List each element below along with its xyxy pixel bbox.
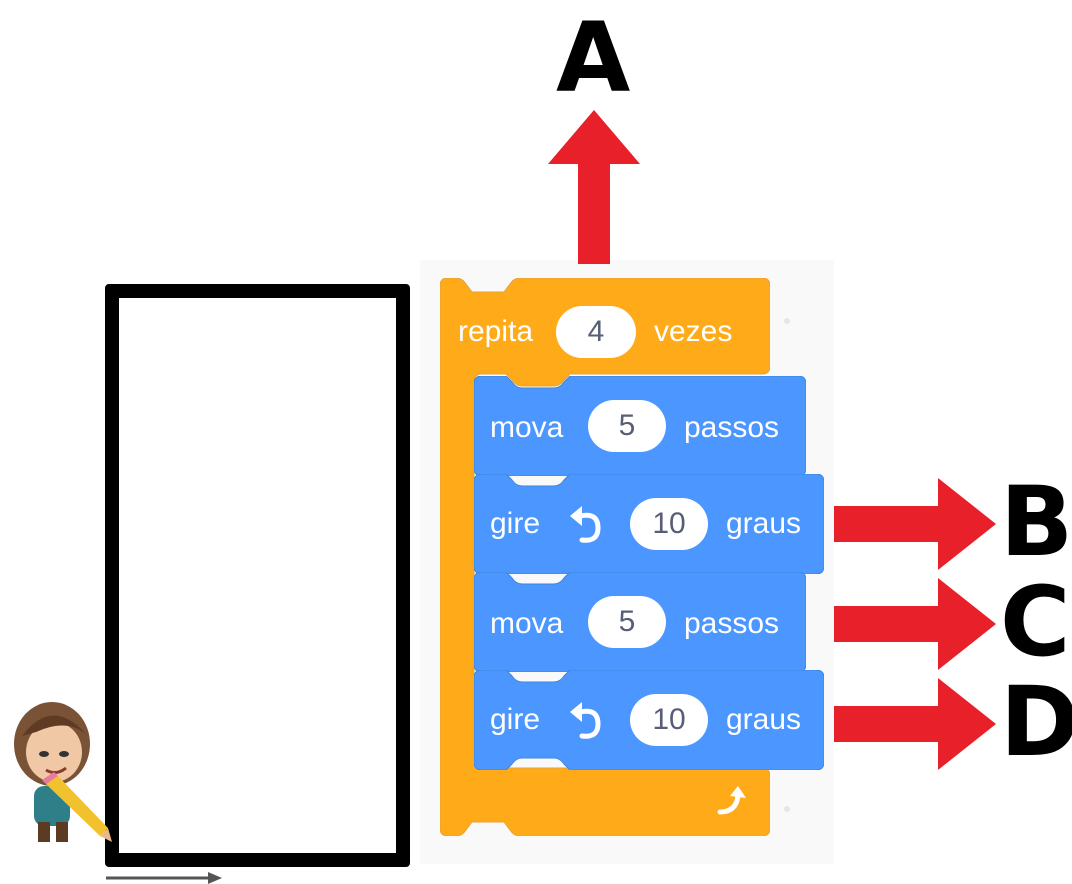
- degrees-input[interactable]: 10: [630, 694, 708, 746]
- repeat-label: repita: [458, 315, 534, 348]
- annotation-arrow-up: [548, 110, 640, 264]
- move-block[interactable]: mova 5 passos: [474, 376, 806, 476]
- annotation-label-b: B: [1000, 466, 1072, 578]
- turn-label: gire: [490, 703, 541, 736]
- annotation-label-c: C: [1000, 566, 1071, 678]
- degrees-unit-label: graus: [726, 703, 802, 736]
- repeat-times-label: vezes: [654, 315, 733, 348]
- turn-left-icon: [570, 506, 601, 543]
- turn-left-icon: [570, 702, 601, 739]
- direction-arrow-icon: [106, 872, 222, 884]
- grid-dot: [784, 806, 790, 812]
- degrees-input[interactable]: 10: [630, 498, 708, 550]
- grid-dot: [784, 318, 790, 324]
- steps-unit-label: passos: [684, 411, 780, 444]
- turn-left-block[interactable]: gire 10 graus: [474, 474, 824, 574]
- pencil-character-sprite[interactable]: [6, 696, 116, 846]
- annotation-label-a: A: [556, 2, 631, 114]
- degrees-unit-label: graus: [726, 507, 802, 540]
- annotation-arrow-c: [834, 578, 996, 670]
- move-label: mova: [490, 411, 564, 444]
- steps-input[interactable]: 5: [588, 596, 666, 648]
- move-block[interactable]: mova 5 passos: [474, 572, 806, 672]
- loop-arrow-icon: [717, 786, 746, 815]
- annotation-arrow-b: [834, 478, 996, 570]
- drawn-rectangle: [105, 284, 410, 867]
- repeat-count-input[interactable]: 4: [556, 306, 636, 358]
- annotation-label-d: D: [1000, 666, 1072, 778]
- turn-left-block[interactable]: gire 10 graus: [474, 670, 824, 770]
- turn-label: gire: [490, 507, 541, 540]
- annotation-arrow-d: [834, 678, 996, 770]
- move-label: mova: [490, 607, 564, 640]
- steps-input[interactable]: 5: [588, 400, 666, 452]
- steps-unit-label: passos: [684, 607, 780, 640]
